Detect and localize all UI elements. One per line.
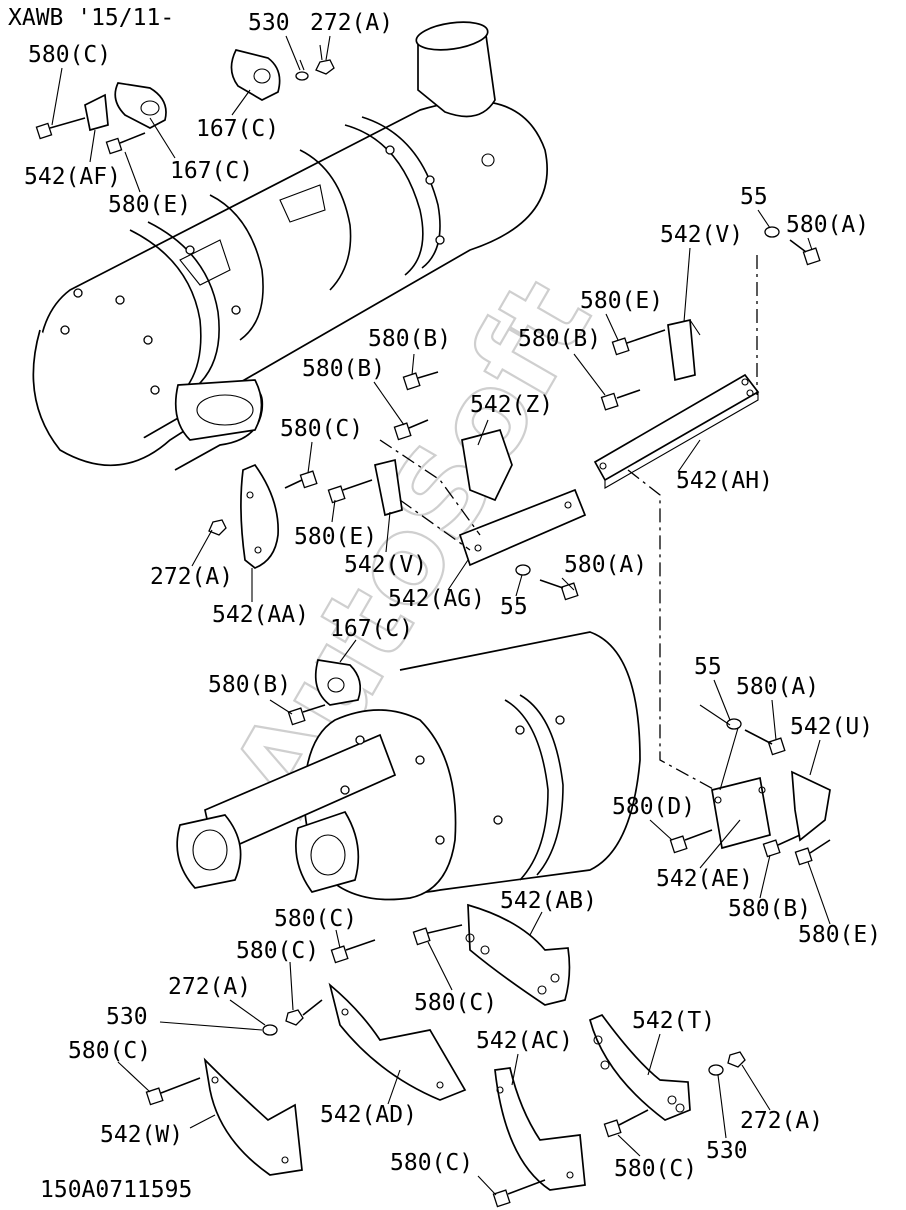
callout-label: 55 [694,654,722,680]
callout-label: 580(C) [280,416,363,442]
callout-label: 272(A) [150,564,233,590]
callout-label: 167(C) [196,116,279,142]
bottom-brackets-drawing [145,903,746,1208]
callout-label: 542(AG) [388,586,485,612]
callout-label: 580(E) [294,524,377,550]
callout-label: 580(C) [614,1156,697,1182]
callout-label: 542(AA) [212,602,309,628]
callout-label: 580(C) [274,906,357,932]
callout-label: 580(C) [28,42,111,68]
callout-label: 542(V) [344,552,427,578]
upper-muffler-drawing [32,21,548,471]
callout-label: 580(C) [390,1150,473,1176]
callout-label: 167(C) [330,616,413,642]
callout-label: 580(B) [302,356,385,382]
drawing-number: 150A0711595 [40,1177,192,1203]
callout-label: 580(E) [108,192,191,218]
callout-label: 542(U) [790,714,873,740]
callout-label: 530 [248,10,290,36]
callout-label: 542(AD) [320,1102,417,1128]
callout-label: 580(A) [736,674,819,700]
callout-label: 542(AC) [476,1028,573,1054]
callout-label: 580(B) [208,672,291,698]
callout-label: 580(E) [798,922,881,948]
callout-label: 580(C) [68,1038,151,1064]
right-brackets-drawing [669,704,831,866]
callout-label: 580(B) [518,326,601,352]
callout-label: 272(A) [740,1108,823,1134]
middle-brackets-drawing [208,226,821,791]
callout-label: 542(V) [660,222,743,248]
callout-labels: 580(C) 530 272(A) 167(C) 167(C) 542(AF) … [24,10,881,1182]
callout-label: 530 [706,1138,748,1164]
callout-label: 530 [106,1004,148,1030]
callout-label: 272(A) [168,974,251,1000]
callout-label: 580(B) [728,896,811,922]
callout-label: 580(C) [236,938,319,964]
callout-label: 542(Z) [470,392,553,418]
callout-label: 272(A) [310,10,393,36]
callout-label: 580(E) [580,288,663,314]
callout-label: 542(W) [100,1122,183,1148]
leader-lines [51,35,831,1196]
model-code: XAWB '15/11- [8,5,174,31]
callout-label: 580(A) [564,552,647,578]
callout-label: 580(C) [414,990,497,1016]
callout-label: 580(B) [368,326,451,352]
callout-label: 542(AE) [656,866,753,892]
callout-label: 167(C) [170,158,253,184]
callout-label: 542(AH) [676,468,773,494]
callout-label: 55 [740,184,768,210]
callout-label: 55 [500,594,528,620]
top-left-parts [35,44,335,155]
callout-label: 580(D) [612,794,695,820]
callout-label: 542(T) [632,1008,715,1034]
callout-label: 542(AF) [24,164,121,190]
callout-label: 580(A) [786,212,869,238]
lower-dpf-drawing [176,631,641,901]
callout-label: 542(AB) [500,888,597,914]
